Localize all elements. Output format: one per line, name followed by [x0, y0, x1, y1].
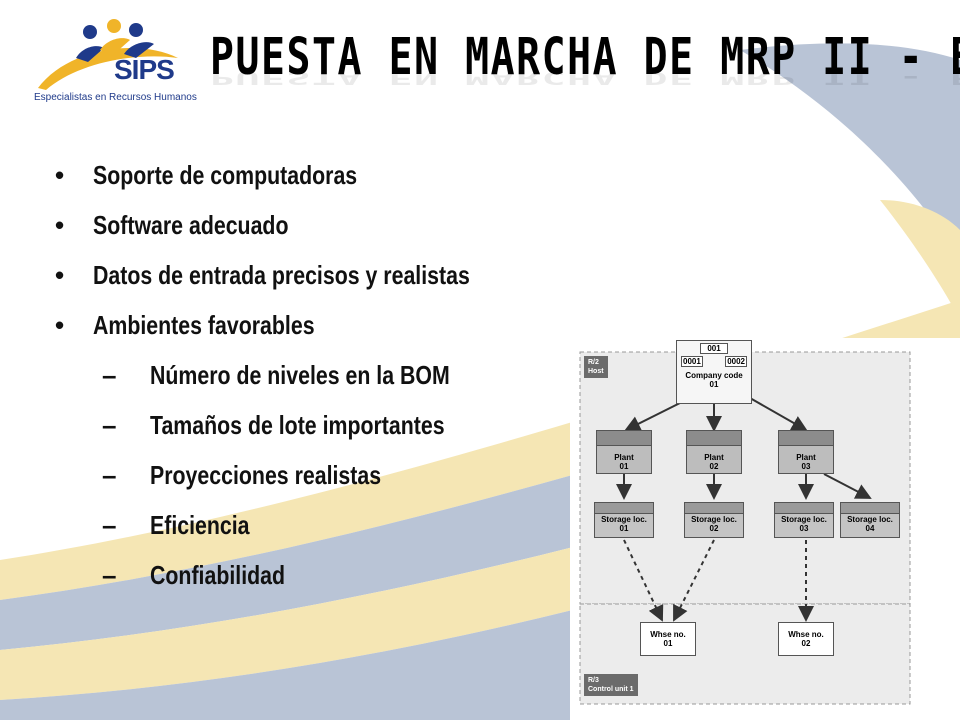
bullet-text: Software adecuado — [93, 210, 289, 240]
logo-figures-icon — [38, 19, 178, 90]
bullet-marker: – — [102, 410, 117, 440]
plant-node: Plant 02 — [686, 430, 742, 474]
bullet-text: Confiabilidad — [150, 560, 286, 590]
company-code-node: 001 0001 0002 Company code 01 — [676, 340, 752, 404]
plant-node: Plant 01 — [596, 430, 652, 474]
storage-location-node: Storage loc. 04 — [840, 502, 900, 538]
sub-bullet-item: – Eficiencia — [55, 505, 553, 555]
storage-location-node: Storage loc. 02 — [684, 502, 744, 538]
bullet-marker: – — [102, 460, 117, 490]
bullet-item: • Datos de entrada precisos y realistas — [55, 255, 553, 305]
warehouse-node: Whse no. 02 — [778, 622, 834, 656]
host-region-label: R/2 Host — [584, 356, 608, 378]
bullet-item: • Ambientes favorables — [55, 305, 553, 355]
bullet-list: • Soporte de computadoras • Software adecua… — [55, 155, 553, 605]
bullet-text: Ambientes favorables — [93, 310, 315, 340]
bullet-text: Eficiencia — [150, 510, 250, 540]
warehouse-node: Whse no. 01 — [640, 622, 696, 656]
logo-name: SIPS — [114, 54, 175, 85]
bullet-marker: – — [102, 560, 117, 590]
storage-location-node: Storage loc. 01 — [594, 502, 654, 538]
storage-location-node: Storage loc. 03 — [774, 502, 834, 538]
bullet-text: Datos de entrada precisos y realistas — [93, 260, 470, 290]
sips-logo: SIPS Especialistas en Recursos Humanos — [28, 18, 198, 110]
bullet-marker: • — [55, 310, 65, 340]
bullet-marker: • — [55, 210, 65, 240]
org-structure-diagram: R/2 Host R/3 Control unit 1 001 0001 000… — [570, 338, 960, 720]
sub-bullet-item: – Proyecciones realistas — [55, 455, 553, 505]
bullet-marker: • — [55, 160, 65, 190]
control-unit-region-label: R/3 Control unit 1 — [584, 674, 638, 696]
bullet-marker: – — [102, 510, 117, 540]
bullet-text: Soporte de computadoras — [93, 160, 358, 190]
bullet-marker: • — [55, 260, 65, 290]
bullet-item: • Software adecuado — [55, 205, 553, 255]
slide-title: PUESTA EN MARCHA DE MRP II - ERP — [210, 28, 960, 87]
sub-bullet-item: – Confiabilidad — [55, 555, 553, 605]
bullet-marker: – — [102, 360, 117, 390]
plant-node: Plant 03 — [778, 430, 834, 474]
title-reflection: PUESTA EN MARCHA DE MRP II - ERP — [210, 67, 960, 88]
bullet-item: • Soporte de computadoras — [55, 155, 553, 205]
sub-bullet-item: – Número de niveles en la BOM — [55, 355, 553, 405]
bullet-text: Tamaños de lote importantes — [150, 410, 445, 440]
bullet-text: Proyecciones realistas — [150, 460, 382, 490]
sub-bullet-item: – Tamaños de lote importantes — [55, 405, 553, 455]
logo-tagline: Especialistas en Recursos Humanos — [34, 92, 197, 103]
bullet-text: Número de niveles en la BOM — [150, 360, 450, 390]
